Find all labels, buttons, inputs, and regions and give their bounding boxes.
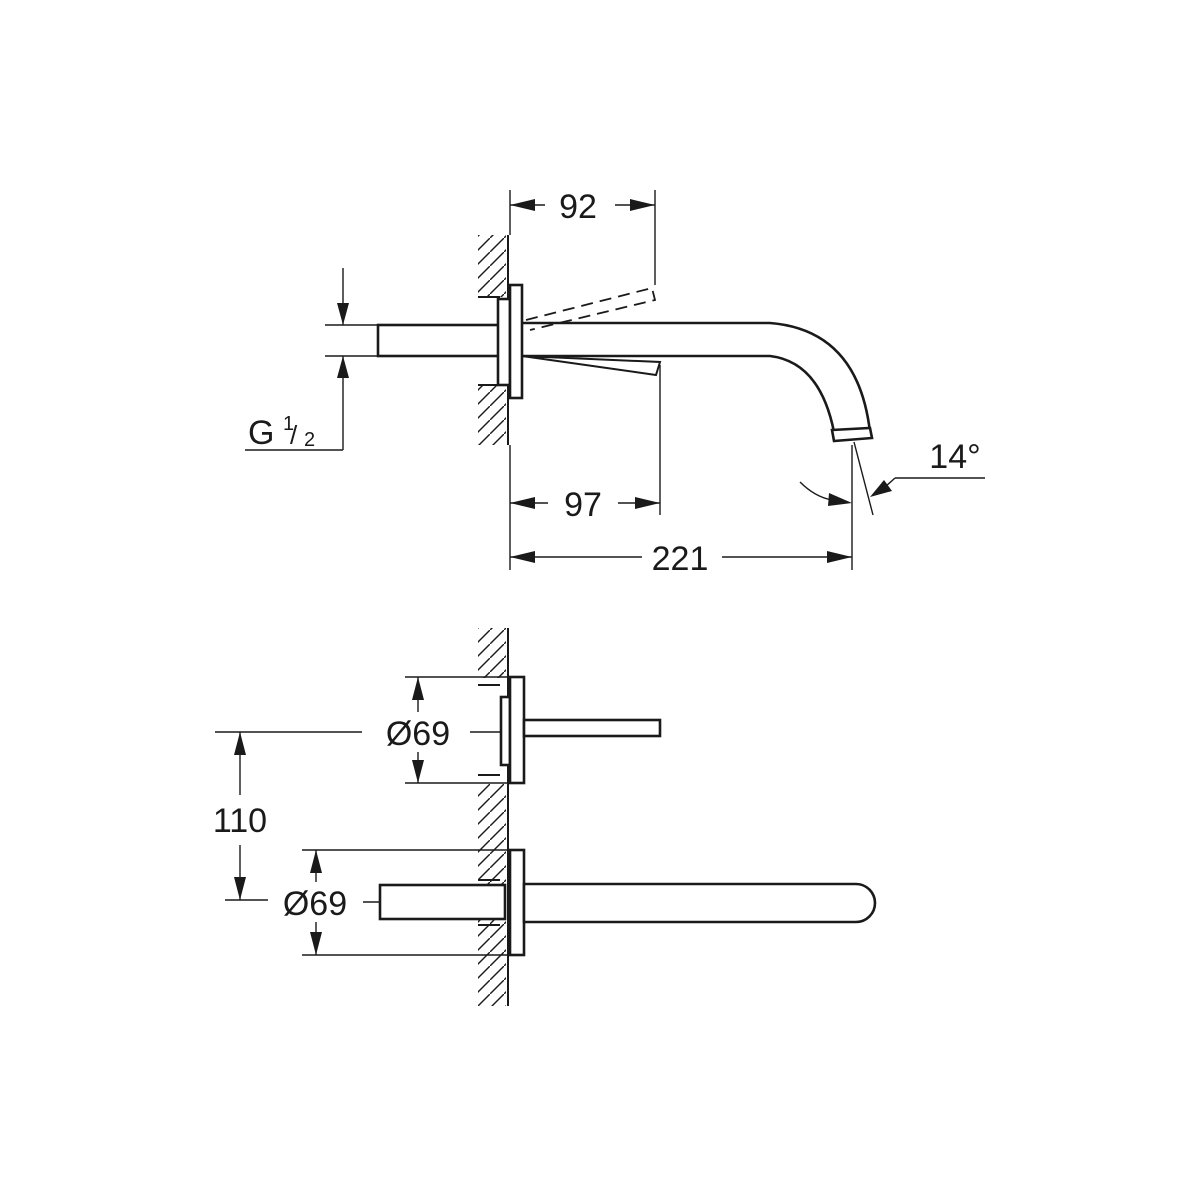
dim-diameter-lower-label: Ø69: [283, 885, 347, 923]
thread-denominator: 2: [304, 429, 315, 451]
thread-slash: /: [290, 420, 298, 450]
dimension-221: 221: [510, 445, 853, 578]
wall-flange: [508, 283, 524, 400]
spout-flange: [508, 848, 526, 957]
wall-hatching-bottom: [478, 385, 506, 445]
dimension-diameter-lower: Ø69: [283, 849, 510, 956]
dimension-angle: 14°: [799, 438, 985, 516]
dim-110-label: 110: [213, 802, 267, 840]
dim-221-label: 221: [652, 540, 709, 578]
lever-handle: [522, 718, 662, 738]
thread-numerator: 1: [283, 413, 294, 435]
side-view: G 1 / 2 92 97: [245, 188, 985, 578]
spout: [522, 882, 877, 924]
inlet-pipe: [378, 883, 507, 921]
dimension-97: 97: [509, 365, 661, 570]
thread-dimension: G 1 / 2: [245, 268, 378, 452]
wall-hatching: [478, 628, 506, 678]
dim-diameter-upper-label: Ø69: [386, 715, 450, 753]
dim-92-label: 92: [559, 188, 597, 226]
thread-label: G: [248, 414, 274, 452]
inlet-pipe: [376, 323, 502, 358]
dim-angle-label: 14°: [929, 438, 980, 476]
dim-97-label: 97: [564, 486, 602, 524]
dimension-diameter-upper: Ø69: [386, 676, 510, 784]
lever-handle-open-position: [525, 286, 657, 331]
front-view: Ø69 110 Ø69: [213, 628, 877, 1006]
handle-plate: [499, 695, 512, 767]
lever-handle: [521, 355, 662, 377]
spout: [522, 321, 872, 433]
dimension-92: 92: [509, 188, 656, 285]
spout-outlet: [830, 426, 874, 443]
wall-hatching-top: [478, 235, 506, 297]
dimension-110: 110: [213, 731, 362, 901]
handle-flange: [508, 675, 526, 785]
mounting-plate: [496, 297, 512, 387]
